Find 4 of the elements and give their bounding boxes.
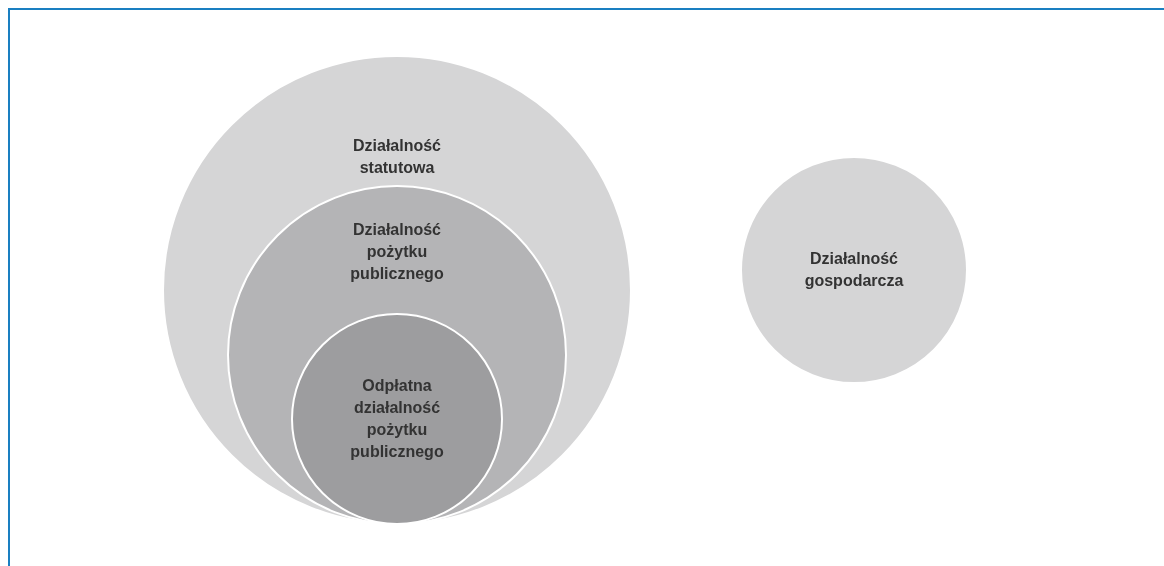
circle-label: Działalność statutowa [352, 136, 442, 178]
circle-label: Odpłatna działalność pożytku publicznego [349, 376, 445, 462]
circle-label: Działalność pożytku publicznego [349, 220, 445, 284]
circle-label: Działalność gospodarcza [803, 249, 905, 291]
